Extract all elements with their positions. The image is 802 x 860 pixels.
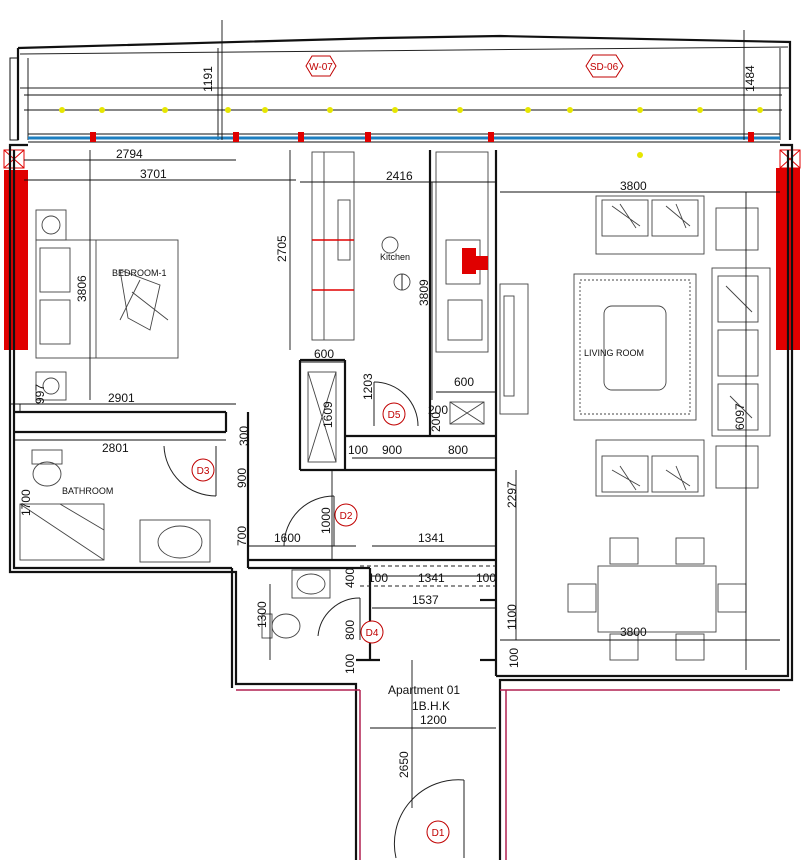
dim-900-b: 900 bbox=[235, 468, 249, 488]
balcony bbox=[9, 34, 792, 141]
dim-200-b: 200 bbox=[429, 412, 443, 432]
room-label-living: LIVING ROOM bbox=[584, 348, 644, 358]
door-tag-sd06: SD-06 bbox=[585, 54, 624, 78]
apartment-type: 1B.H.K bbox=[412, 699, 450, 713]
d4-label: D4 bbox=[366, 628, 379, 639]
left-red-panel bbox=[3, 149, 28, 350]
dim-100-d: 100 bbox=[343, 654, 357, 674]
fridge bbox=[449, 401, 485, 425]
room-label-bedroom: BEDROOM-1 bbox=[112, 268, 167, 278]
door-tag-d4: D4 bbox=[360, 620, 384, 644]
d5-label: D5 bbox=[388, 410, 401, 421]
bed bbox=[35, 239, 179, 359]
side-tables bbox=[715, 207, 759, 489]
room-label-kitchen: Kitchen bbox=[380, 252, 410, 262]
dimension-texts: 1191 1484 2794 3701 2416 3800 2705 3806 … bbox=[19, 65, 757, 778]
apartment-name: Apartment 01 bbox=[388, 683, 460, 697]
dim-900-a: 900 bbox=[382, 443, 402, 457]
dim-2297: 2297 bbox=[505, 481, 519, 508]
dimension-lines bbox=[10, 20, 780, 808]
dim-2705: 2705 bbox=[275, 235, 289, 262]
d1-label: D1 bbox=[432, 828, 445, 839]
dim-800-b: 800 bbox=[343, 620, 357, 640]
dim-300: 300 bbox=[237, 426, 251, 446]
dim-1200: 1200 bbox=[420, 713, 447, 727]
dim-600-a: 600 bbox=[314, 347, 334, 361]
door-swings bbox=[163, 381, 465, 859]
sofa-top bbox=[595, 195, 705, 255]
dim-1484: 1484 bbox=[743, 65, 757, 92]
tv-unit bbox=[499, 283, 529, 415]
dim-600-b: 600 bbox=[454, 375, 474, 389]
outer-walls bbox=[8, 143, 794, 860]
dim-100-b: 100 bbox=[368, 571, 388, 585]
kitchen-counter-left bbox=[311, 151, 355, 341]
dim-1341-a: 1341 bbox=[418, 531, 445, 545]
dim-3806: 3806 bbox=[75, 275, 89, 302]
kitchen-center-symbol bbox=[381, 236, 411, 291]
kitchen-cabinet-lower bbox=[307, 371, 337, 463]
dim-997: 997 bbox=[33, 384, 47, 404]
dim-1000: 1000 bbox=[319, 507, 333, 534]
dim-1100: 1100 bbox=[505, 604, 519, 630]
dim-200-a: 200 bbox=[428, 403, 448, 417]
dim-1609: 1609 bbox=[321, 401, 335, 428]
dim-1600: 1600 bbox=[274, 531, 301, 545]
powder-wc bbox=[261, 569, 331, 639]
dim-2794: 2794 bbox=[116, 147, 143, 161]
dim-2901: 2901 bbox=[108, 391, 135, 405]
dim-3701: 3701 bbox=[140, 167, 167, 181]
dim-1191: 1191 bbox=[201, 66, 215, 92]
bathtub-basin bbox=[139, 519, 211, 563]
d2-label: D2 bbox=[340, 511, 353, 522]
bathroom-wc bbox=[31, 449, 63, 487]
dim-1203: 1203 bbox=[361, 373, 375, 400]
dim-400: 400 bbox=[343, 568, 357, 588]
dim-2416: 2416 bbox=[386, 169, 413, 183]
door-tag-d1: D1 bbox=[426, 820, 450, 844]
dim-1300: 1300 bbox=[255, 601, 269, 628]
dim-2801: 2801 bbox=[102, 441, 129, 455]
door-tag-d3: D3 bbox=[191, 458, 215, 482]
kitchen-counter-right bbox=[435, 151, 489, 353]
nightstand-top bbox=[35, 209, 67, 241]
dim-1537: 1537 bbox=[412, 593, 439, 607]
dim-6097: 6097 bbox=[733, 403, 747, 430]
dim-800-a: 800 bbox=[448, 443, 468, 457]
dim-700: 700 bbox=[235, 526, 249, 546]
dim-2650: 2650 bbox=[397, 751, 411, 778]
sd06-label: SD-06 bbox=[590, 62, 619, 73]
shower bbox=[19, 503, 105, 561]
dining-table bbox=[567, 537, 747, 661]
dim-1700: 1700 bbox=[19, 489, 33, 516]
dim-3809: 3809 bbox=[417, 279, 431, 306]
door-tag-d2: D2 bbox=[334, 503, 358, 527]
room-label-bathroom: BATHROOM bbox=[62, 486, 113, 496]
dim-3800-bottom: 3800 bbox=[620, 625, 647, 639]
sofa-right bbox=[711, 267, 771, 437]
dim-100-e: 100 bbox=[507, 648, 521, 668]
window-tag-w07: W-07 bbox=[305, 55, 337, 77]
dim-1341-b: 1341 bbox=[418, 571, 445, 585]
sofa-bottom bbox=[595, 439, 705, 497]
nightstand-bottom bbox=[35, 371, 67, 401]
door-tag-d5: D5 bbox=[382, 402, 406, 426]
d3-label: D3 bbox=[197, 466, 210, 477]
rug-coffee-table bbox=[573, 273, 697, 421]
dim-100-a: 100 bbox=[348, 443, 368, 457]
dim-100-c: 100 bbox=[476, 571, 496, 585]
dim-3800-top: 3800 bbox=[620, 179, 647, 193]
w07-label: W-07 bbox=[309, 62, 333, 73]
glazing-line bbox=[28, 107, 780, 158]
